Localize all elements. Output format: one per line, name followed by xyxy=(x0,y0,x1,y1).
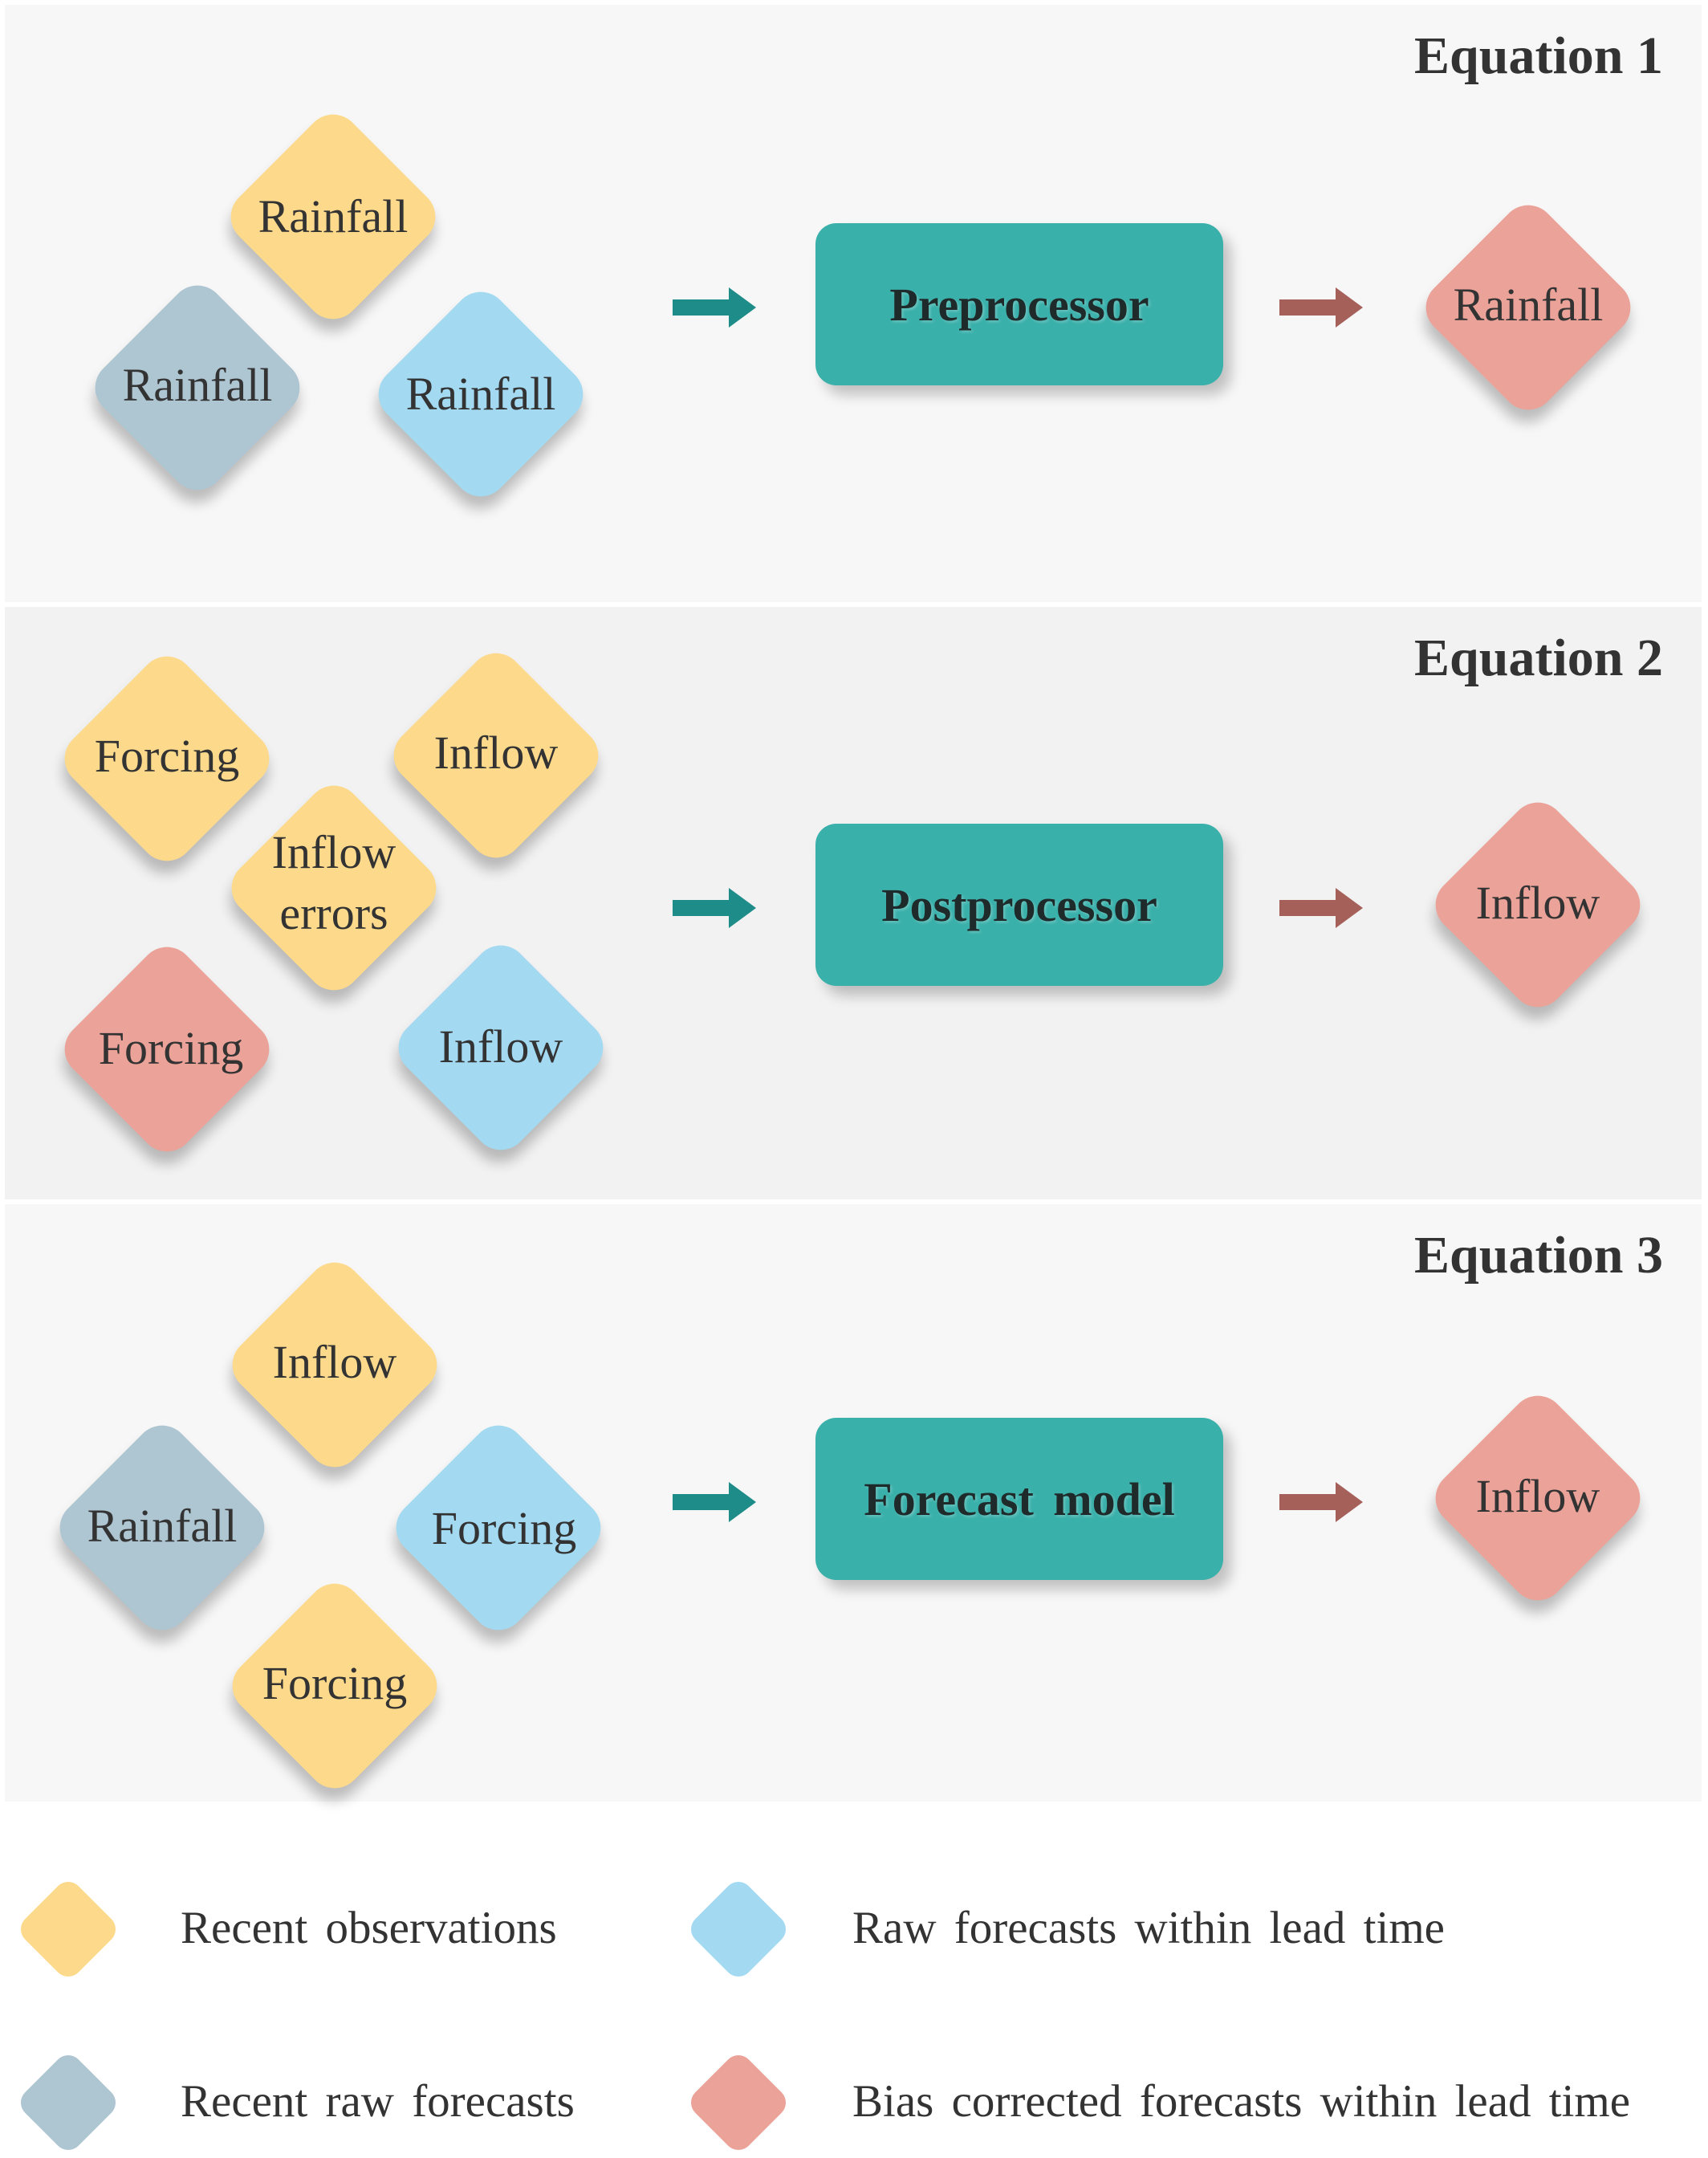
output-label: Inflow xyxy=(1475,877,1600,929)
input-label: Rainfall xyxy=(87,1500,238,1552)
input-label: Inflow xyxy=(433,727,559,779)
legend-swatch-bias-corrected xyxy=(685,2049,792,2156)
input-label: Inflow errors xyxy=(271,826,396,939)
input-label: Forcing xyxy=(94,730,240,782)
legend-swatch-raw-forecasts xyxy=(685,1875,792,1983)
equation-1-panel: Equation 1 Rainfall Rainfall Rainfall Pr… xyxy=(5,5,1702,602)
legend-label: Recent raw forecasts xyxy=(181,2076,575,2127)
legend-label: Bias corrected forecasts within lead tim… xyxy=(852,2076,1631,2127)
arrow-out-icon xyxy=(1279,1482,1363,1522)
input-label: Rainfall xyxy=(405,368,556,420)
legend-label: Recent observations xyxy=(181,1903,557,1953)
arrow-out-icon xyxy=(1279,888,1363,928)
arrow-out-icon xyxy=(1279,287,1363,328)
input-label: Forcing xyxy=(98,1022,244,1074)
preprocessor-box: Preprocessor xyxy=(815,223,1223,385)
arrow-in-icon xyxy=(673,1482,756,1522)
input-label: Rainfall xyxy=(122,359,273,411)
input-label: Inflow xyxy=(272,1336,397,1388)
processor-label: Preprocessor xyxy=(889,278,1149,331)
legend-swatch-recent-observations xyxy=(14,1875,122,1983)
input-label: Forcing xyxy=(431,1502,577,1554)
input-label: Rainfall xyxy=(258,190,409,242)
legend-swatch-recent-raw-forecasts xyxy=(14,2049,122,2156)
legend-label: Raw forecasts within lead time xyxy=(852,1903,1445,1953)
input-label: Inflow xyxy=(438,1020,563,1073)
postprocessor-box: Postprocessor xyxy=(815,824,1223,986)
equation-2-panel: Equation 2 Forcing Inflow Inflow errors … xyxy=(5,607,1702,1199)
equation-1-title: Equation 1 xyxy=(1414,26,1663,85)
processor-label: Postprocessor xyxy=(881,878,1157,931)
input-label: Forcing xyxy=(262,1657,408,1709)
equation-3-title: Equation 3 xyxy=(1414,1226,1663,1285)
arrow-in-icon xyxy=(673,888,756,928)
output-label: Inflow xyxy=(1475,1470,1600,1522)
equation-2-title: Equation 2 xyxy=(1414,629,1663,687)
arrow-in-icon xyxy=(673,287,756,328)
forecast-model-box: Forecast model xyxy=(815,1418,1223,1580)
equation-3-panel: Equation 3 Inflow Rainfall Forcing Forci… xyxy=(5,1204,1702,1802)
output-label: Rainfall xyxy=(1453,279,1604,331)
processor-label: Forecast model xyxy=(864,1472,1175,1525)
